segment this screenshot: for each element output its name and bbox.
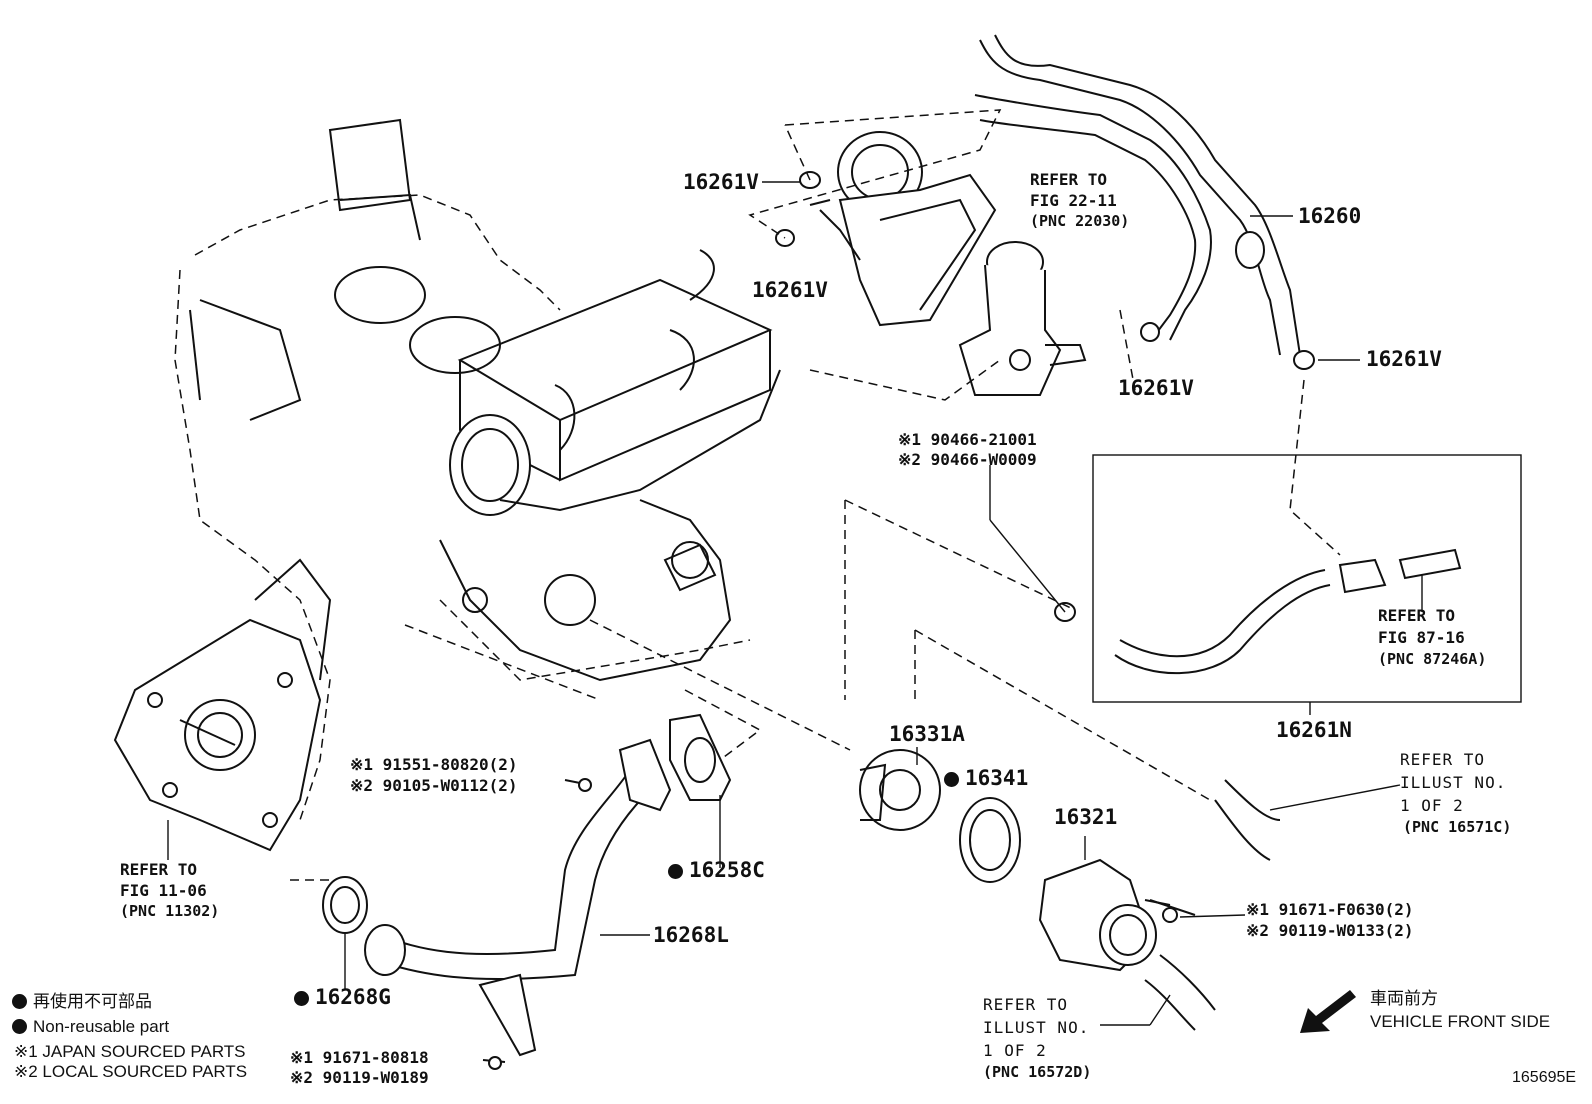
throttle-body-drawing [809, 131, 997, 327]
pipe-group-drawing [322, 713, 732, 1057]
part-label-16261V: 16261V [1118, 376, 1194, 400]
bolt-label-91671F-1: ※1 91671-F0630(2) [1246, 900, 1414, 919]
figure-id: 165695E [1512, 1069, 1577, 1086]
part-label-16261V: 16261V [752, 278, 828, 302]
ref-fig87-line1: REFER TO [1378, 606, 1456, 625]
ref-illust1-line3: 1 OF 2 [1400, 796, 1464, 815]
legend-non-reusable-jp: 再使用不可部品 [12, 993, 152, 1010]
part-label-16261V: 16261V [1366, 347, 1442, 371]
ref-illust1-line2: ILLUST NO. [1400, 773, 1507, 792]
thermostat-group-drawing [859, 749, 1216, 1031]
part-label-16268L: 16268L [653, 923, 729, 947]
part-label-16260: 16260 [1298, 204, 1362, 228]
bolt-label-90466-2: ※2 90466-W0009 [898, 450, 1037, 469]
legend-text: Non-reusable part [33, 1017, 170, 1036]
dashed-leaders [290, 109, 1341, 881]
part-label-16261V: 16261V [683, 170, 759, 194]
non-reusable-dot-icon [12, 994, 27, 1009]
part-label-16341: 16341 [944, 768, 1028, 789]
bolt-label-91551-2: ※2 90105-W0112(2) [350, 776, 518, 795]
legend-non-reusable-en: Non-reusable part [12, 1018, 169, 1035]
front-side-jp: 車両前方 [1370, 989, 1438, 1008]
ref-illust1-line4: (PNC 16571C) [1403, 818, 1512, 836]
front-side-en: VEHICLE FRONT SIDE [1370, 1012, 1551, 1031]
hose-16260-drawing [974, 34, 1301, 356]
bolt-label-91551-1: ※1 91551-80820(2) [350, 755, 518, 774]
ref-fig11-line3: (PNC 11302) [120, 902, 220, 920]
ref-illust2-line3: 1 OF 2 [983, 1041, 1047, 1060]
part-label-16331A: 16331A [889, 722, 965, 746]
valve-drawing [958, 241, 1087, 396]
non-reusable-dot-icon [294, 991, 309, 1006]
ref-illust2-line1: REFER TO [983, 995, 1069, 1014]
ref-fig87-line3: (PNC 87246A) [1378, 650, 1487, 668]
bolt-label-91671F-2: ※2 90119-W0133(2) [1246, 921, 1414, 940]
ref-fig87-line2: FIG 87-16 [1378, 628, 1465, 647]
part-label-16258C: 16258C [668, 860, 765, 881]
ref-fig11-line2: FIG 11-06 [120, 881, 207, 900]
ref-fig22-line3: (PNC 22030) [1030, 212, 1130, 230]
bolt-label-91671-1: ※1 91671-80818 [290, 1048, 429, 1067]
hose-16261N-drawing [1114, 548, 1462, 675]
solid-leaders [167, 181, 1423, 1026]
part-number: 16258C [689, 858, 765, 882]
bolt-label-90466-1: ※1 90466-21001 [898, 430, 1037, 449]
ref-fig22-line1: REFER TO [1030, 170, 1108, 189]
bolt-label-91671-2: ※2 90119-W0189 [290, 1068, 429, 1087]
ref-illust2-line4: (PNC 16572D) [983, 1063, 1092, 1081]
legend-text: 再使用不可部品 [33, 992, 152, 1011]
part-number: 16268G [315, 985, 391, 1009]
part-label-16268G: 16268G [294, 987, 391, 1008]
part-label-16261N: 16261N [1276, 718, 1352, 742]
legend-local-sourced: ※2 LOCAL SOURCED PARTS [14, 1062, 248, 1081]
ref-illust1-line1: REFER TO [1400, 750, 1486, 769]
front-arrow-icon [1300, 990, 1356, 1033]
radiator-hoses-drawing [1214, 779, 1281, 861]
ref-illust2-line2: ILLUST NO. [983, 1018, 1090, 1037]
legend-japan-sourced: ※1 JAPAN SOURCED PARTS [14, 1042, 246, 1061]
non-reusable-dot-icon [944, 772, 959, 787]
non-reusable-dot-icon [12, 1019, 27, 1034]
non-reusable-dot-icon [668, 864, 683, 879]
ref-fig11-line1: REFER TO [120, 860, 198, 879]
engine-block-drawing [113, 118, 781, 852]
hose-16261N-box [1092, 454, 1522, 703]
bolts-drawing [482, 778, 1178, 1070]
part-label-16321: 16321 [1054, 805, 1118, 829]
ref-fig22-line2: FIG 22-11 [1030, 191, 1117, 210]
part-number: 16341 [965, 766, 1029, 790]
